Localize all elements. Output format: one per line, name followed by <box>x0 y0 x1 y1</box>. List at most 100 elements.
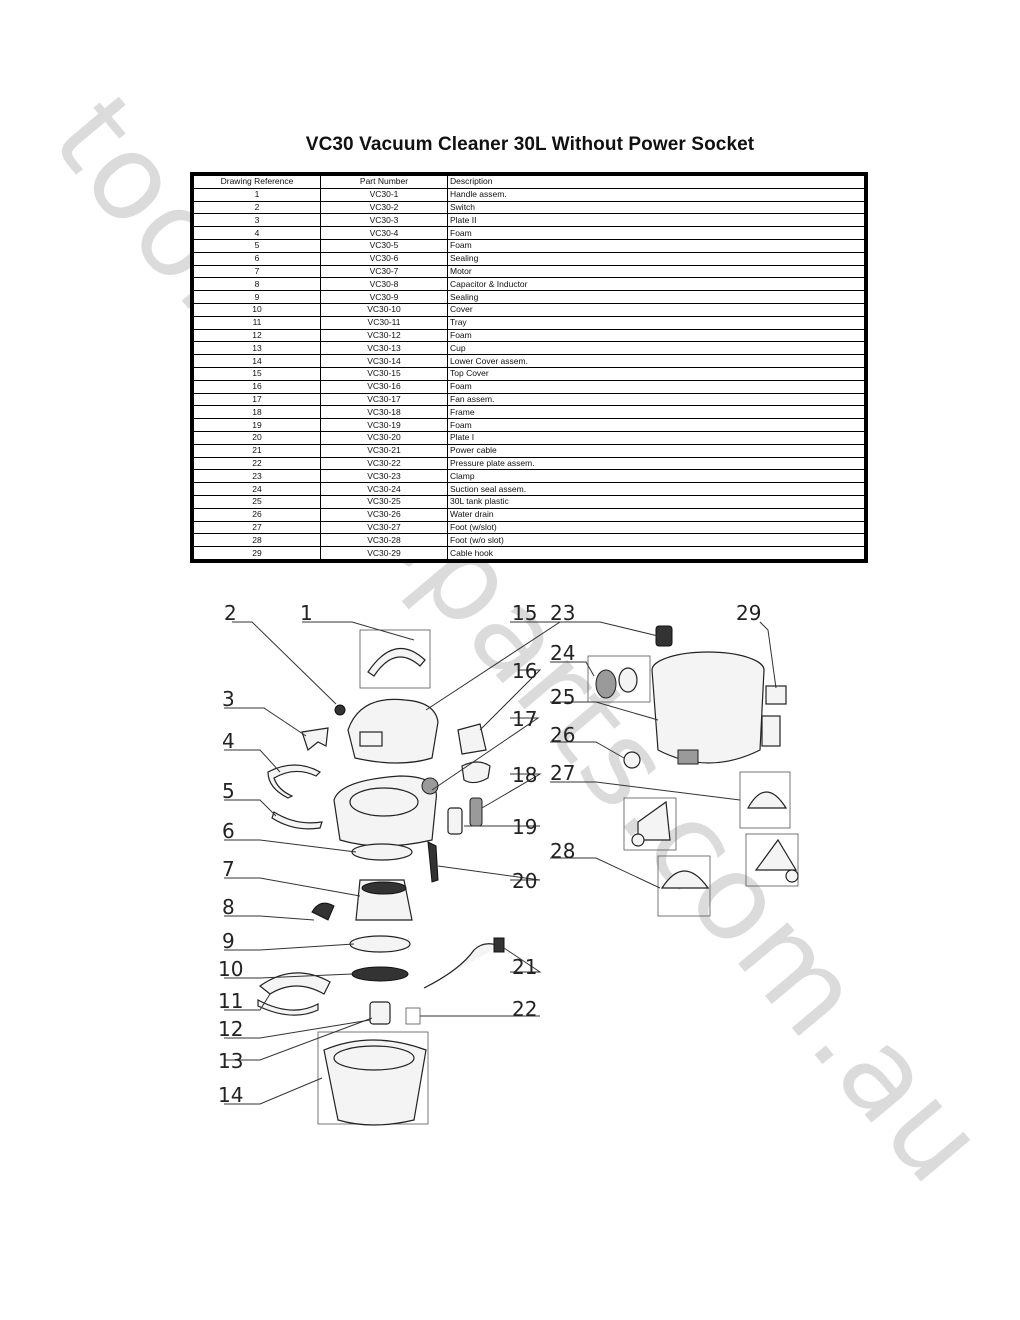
description-cell: Motor <box>447 264 865 279</box>
drawing-reference-cell: 22 <box>193 456 321 471</box>
callout-1: 1 <box>300 601 313 625</box>
callout-8: 8 <box>222 895 235 919</box>
header-drawing-reference: Drawing Reference <box>193 175 321 189</box>
exploded-parts-diagram: 1 2 3 4 5 6 7 8 9 10 11 12 13 14 15 16 1… <box>218 601 799 1126</box>
description-cell: Tray <box>447 315 865 330</box>
description-cell: Foot (w/slot) <box>447 520 865 535</box>
callout-14: 14 <box>218 1083 243 1107</box>
callout-2: 2 <box>224 601 237 625</box>
part-number-cell: VC30-16 <box>320 379 448 394</box>
description-cell: Cable hook <box>447 546 865 560</box>
part-number-cell: VC30-28 <box>320 533 448 548</box>
callout-21: 21 <box>512 955 537 979</box>
description-cell: Fan assem. <box>447 392 865 407</box>
description-cell: Frame <box>447 405 865 420</box>
part-number-cell: VC30-9 <box>320 290 448 304</box>
description-cell: Top Cover <box>447 366 865 381</box>
header-description: Description <box>447 175 865 189</box>
part-number-cell: VC30-12 <box>320 328 448 343</box>
description-cell: Capacitor & Inductor <box>447 277 865 292</box>
description-cell: Plate I <box>447 430 865 445</box>
table-header-row: Drawing Reference Part Number Descriptio… <box>193 175 865 189</box>
description-cell: 30L tank plastic <box>447 494 865 509</box>
parts-table-container: Drawing Reference Part Number Descriptio… <box>190 172 868 563</box>
callout-24: 24 <box>550 641 575 665</box>
part-number-cell: VC30-27 <box>320 520 448 535</box>
part-number-cell: VC30-20 <box>320 430 448 445</box>
callout-23: 23 <box>550 601 575 625</box>
drawing-reference-cell: 3 <box>193 213 321 228</box>
part-number-cell: VC30-6 <box>320 251 448 266</box>
description-cell: Plate II <box>447 213 865 228</box>
callout-19: 19 <box>512 815 537 839</box>
part-number-cell: VC30-19 <box>320 418 448 432</box>
description-cell: Foam <box>447 328 865 343</box>
callout-4: 4 <box>222 729 235 753</box>
drawing-reference-cell: 8 <box>193 277 321 292</box>
description-cell: Pressure plate assem. <box>447 456 865 471</box>
part-number-cell: VC30-7 <box>320 264 448 279</box>
callout-20: 20 <box>512 869 537 893</box>
part-number-cell: VC30-24 <box>320 482 448 496</box>
drawing-reference-cell: 23 <box>193 469 321 484</box>
callout-29: 29 <box>736 601 761 625</box>
part-number-cell: VC30-11 <box>320 315 448 330</box>
drawing-reference-cell: 12 <box>193 328 321 343</box>
description-cell: Power cable <box>447 443 865 458</box>
part-number-cell: VC30-23 <box>320 469 448 484</box>
drawing-reference-cell: 2 <box>193 200 321 215</box>
drawing-reference-cell: 11 <box>193 315 321 330</box>
description-cell: Foam <box>447 418 865 432</box>
drawing-reference-cell: 5 <box>193 238 321 253</box>
drawing-reference-cell: 15 <box>193 366 321 381</box>
drawing-reference-cell: 26 <box>193 507 321 522</box>
part-number-cell: VC30-17 <box>320 392 448 407</box>
description-cell: Foam <box>447 226 865 240</box>
callout-16: 16 <box>512 659 537 683</box>
drawing-reference-cell: 7 <box>193 264 321 279</box>
description-cell: Handle assem. <box>447 187 865 202</box>
parts-table: Drawing Reference Part Number Descriptio… <box>193 175 865 560</box>
description-cell: Foam <box>447 379 865 394</box>
drawing-reference-cell: 14 <box>193 354 321 368</box>
part-number-cell: VC30-15 <box>320 366 448 381</box>
drawing-reference-cell: 13 <box>193 341 321 356</box>
description-cell: Water drain <box>447 507 865 522</box>
leader-lines <box>224 621 777 1105</box>
callout-13: 13 <box>218 1049 243 1073</box>
part-number-cell: VC30-22 <box>320 456 448 471</box>
header-part-number: Part Number <box>320 175 448 189</box>
part-number-cell: VC30-29 <box>320 546 448 560</box>
drawing-reference-cell: 4 <box>193 226 321 240</box>
drawing-reference-cell: 10 <box>193 302 321 317</box>
callout-27: 27 <box>550 761 575 785</box>
callout-3: 3 <box>222 687 235 711</box>
description-cell: Sealing <box>447 290 865 304</box>
callout-17: 17 <box>512 707 537 731</box>
part-number-cell: VC30-18 <box>320 405 448 420</box>
callout-28: 28 <box>550 839 575 863</box>
drawing-reference-cell: 20 <box>193 430 321 445</box>
part-number-cell: VC30-26 <box>320 507 448 522</box>
part-number-cell: VC30-2 <box>320 200 448 215</box>
description-cell: Clamp <box>447 469 865 484</box>
description-cell: Switch <box>447 200 865 215</box>
drawing-reference-cell: 18 <box>193 405 321 420</box>
part-number-cell: VC30-25 <box>320 494 448 509</box>
